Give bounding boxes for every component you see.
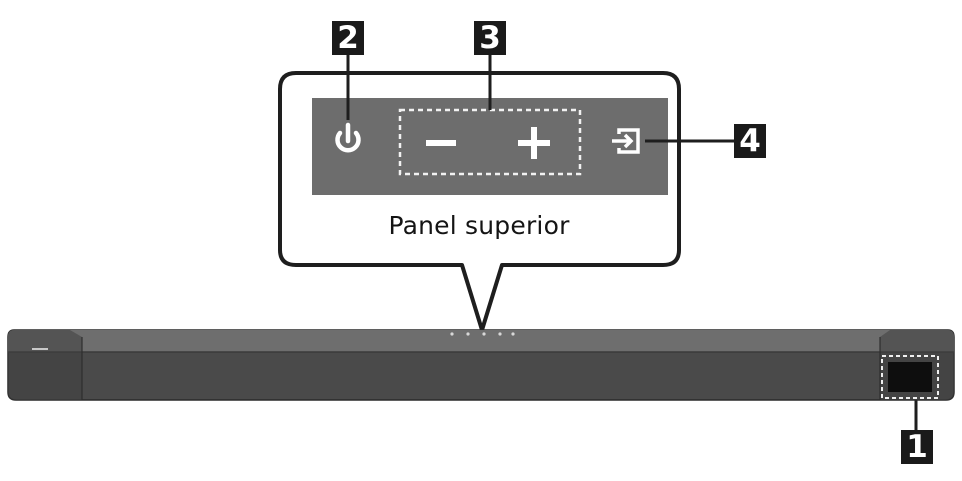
marker-1-label: 1 (906, 429, 928, 465)
brand-logo (32, 348, 48, 350)
marker-3-label: 3 (479, 20, 501, 56)
callout-title: Panel superior (388, 211, 570, 240)
top-button-dots (450, 332, 515, 336)
minus-icon[interactable] (426, 140, 456, 146)
power-icon[interactable] (335, 122, 361, 153)
marker-1: 1 (901, 430, 933, 464)
marker-3: 3 (474, 21, 506, 55)
soundbar (7, 329, 955, 401)
plus-icon[interactable] (518, 127, 550, 159)
display-window (888, 362, 932, 392)
marker-2-label: 2 (337, 20, 359, 56)
source-input-icon[interactable] (612, 128, 640, 154)
marker-4-label: 4 (739, 123, 761, 159)
top-panel (312, 98, 668, 195)
marker-2: 2 (332, 21, 364, 55)
marker-4: 4 (734, 124, 766, 158)
display-highlight (881, 355, 939, 399)
